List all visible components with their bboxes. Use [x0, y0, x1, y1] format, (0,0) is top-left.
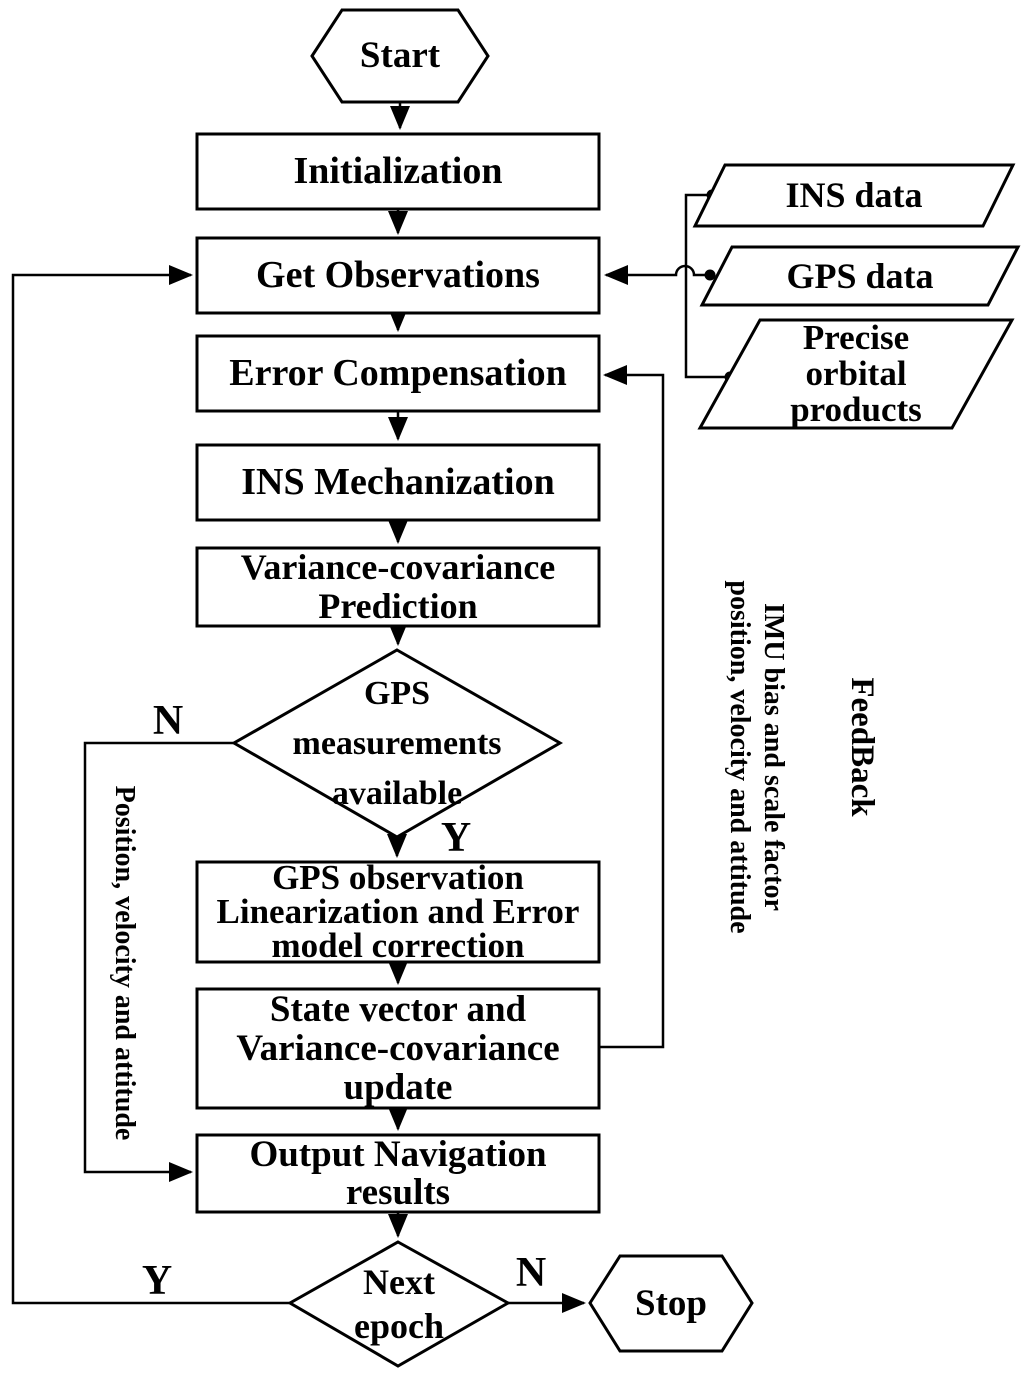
ins-mechanization-box	[195, 443, 601, 522]
ins-data-parallelogram	[692, 163, 1016, 228]
junction-dot-gps-data	[704, 269, 716, 281]
variance-prediction-box	[195, 546, 601, 628]
edge-inputs-junction	[684, 193, 730, 379]
next-epoch-diamond	[286, 1240, 512, 1368]
edge-feedback-loop	[599, 365, 665, 1049]
edge-nextepoch-yes-loop	[11, 265, 290, 1305]
gps-data-parallelogram	[699, 245, 1021, 307]
edge-gpsavailable-no-loop	[83, 741, 234, 1182]
stop-hexagon	[588, 1254, 754, 1353]
edge-gpsdata-to-getobs	[604, 264, 710, 285]
gps-available-diamond	[230, 648, 564, 839]
get-observations-box	[195, 236, 601, 315]
precise-orbital-parallelogram	[697, 318, 1015, 430]
output-results-box	[195, 1133, 601, 1214]
initialization-box	[195, 132, 601, 211]
gps-linearization-box	[195, 860, 601, 964]
start-hexagon	[310, 8, 490, 104]
error-compensation-box	[195, 334, 601, 413]
state-update-box	[195, 987, 601, 1110]
